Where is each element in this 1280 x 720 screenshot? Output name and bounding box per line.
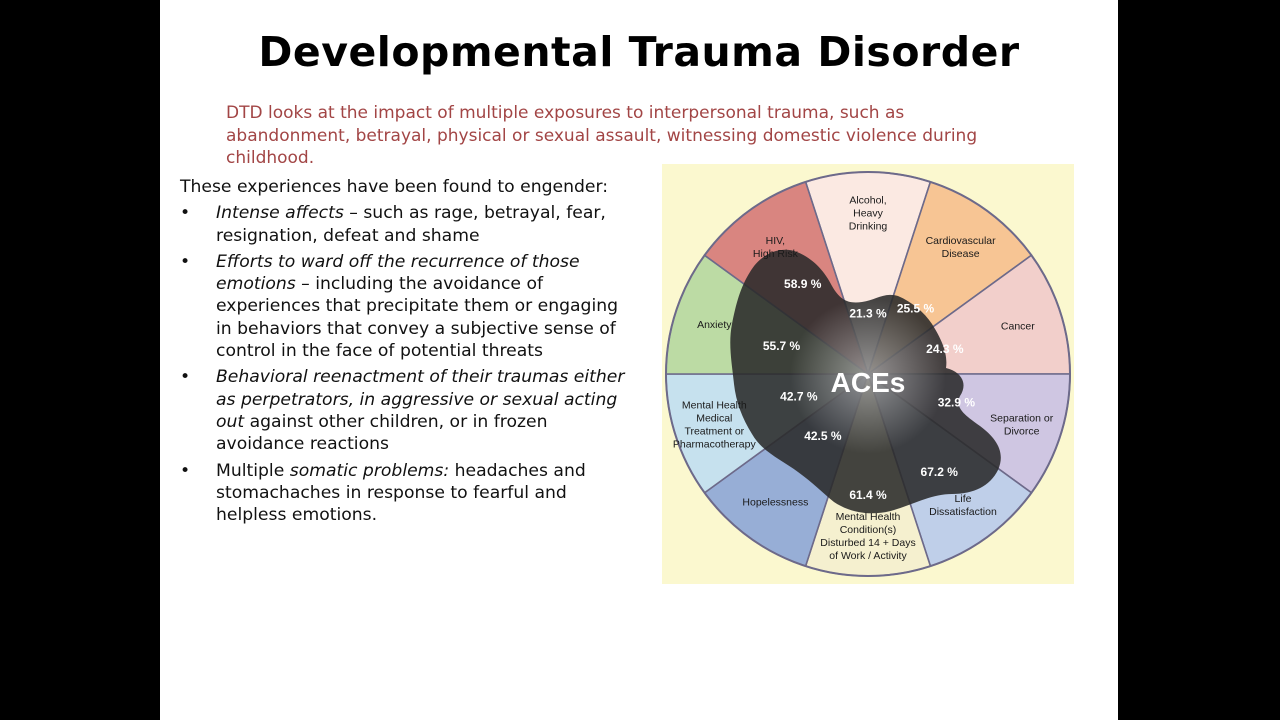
bullet-symbol: • <box>180 460 191 481</box>
bullet-symbol: • <box>180 203 191 224</box>
segment-value: 42.5 % <box>804 429 842 443</box>
segment-label: Cancer <box>1001 320 1035 332</box>
segment-value: 67.2 % <box>921 465 959 479</box>
bullet-text: headaches and stomachaches in response t… <box>216 460 586 526</box>
segment-label: HIV,High Risk <box>753 235 799 260</box>
segment-value: 32.9 % <box>938 396 976 410</box>
center-glow <box>790 298 946 454</box>
bullet-symbol: • <box>180 251 191 272</box>
slide-title: Developmental Trauma Disorder <box>258 28 1020 76</box>
segment-value: 42.7 % <box>780 389 818 403</box>
segment-value: 58.9 % <box>784 277 822 291</box>
segment-label: Anxiety <box>697 319 732 331</box>
bullet-item: • Multiple somatic problems: headaches a… <box>180 460 630 527</box>
bullet-content: These experiences have been found to eng… <box>180 176 630 530</box>
intro-text: DTD looks at the impact of multiple expo… <box>226 103 978 168</box>
bullet-item: • Behavioral reenactment of their trauma… <box>180 366 630 455</box>
segment-value: 55.7 % <box>763 339 801 353</box>
wheel-rim <box>665 171 1071 577</box>
bullet-list: • Intense affects – such as rage, betray… <box>180 202 630 526</box>
bullet-symbol: • <box>180 367 191 388</box>
aces-center-label: ACEs <box>831 367 906 398</box>
segment-value: 25.5 % <box>897 302 935 316</box>
bullet-emphasis: Intense affects <box>216 203 344 224</box>
bullet-item: • Intense affects – such as rage, betray… <box>180 202 630 247</box>
bullet-emphasis: Behavioral reenactment of their traumas … <box>216 367 625 432</box>
segment-value: 21.3 % <box>849 306 887 320</box>
segment-value: 61.4 % <box>849 488 887 502</box>
bullet-emphasis: somatic problems: <box>289 460 450 481</box>
lead-text: These experiences have been found to eng… <box>180 177 609 197</box>
slide: Developmental Trauma Disorder DTD looks … <box>160 0 1118 720</box>
segment-value: 24.3 % <box>926 342 964 356</box>
bullet-text: against other children, or in frozen avo… <box>216 411 548 455</box>
bullet-text: – including the avoidance of experiences… <box>216 274 619 362</box>
bullet-text: Multiple <box>216 460 290 481</box>
bullet-text: – such as rage, betrayal, fear, resignat… <box>216 203 606 246</box>
bullet-emphasis: Efforts to ward off the recurrence of th… <box>216 251 580 295</box>
bullet-item: • Efforts to ward off the recurrence of … <box>180 251 630 362</box>
segment-label: Hopelessness <box>742 496 808 508</box>
